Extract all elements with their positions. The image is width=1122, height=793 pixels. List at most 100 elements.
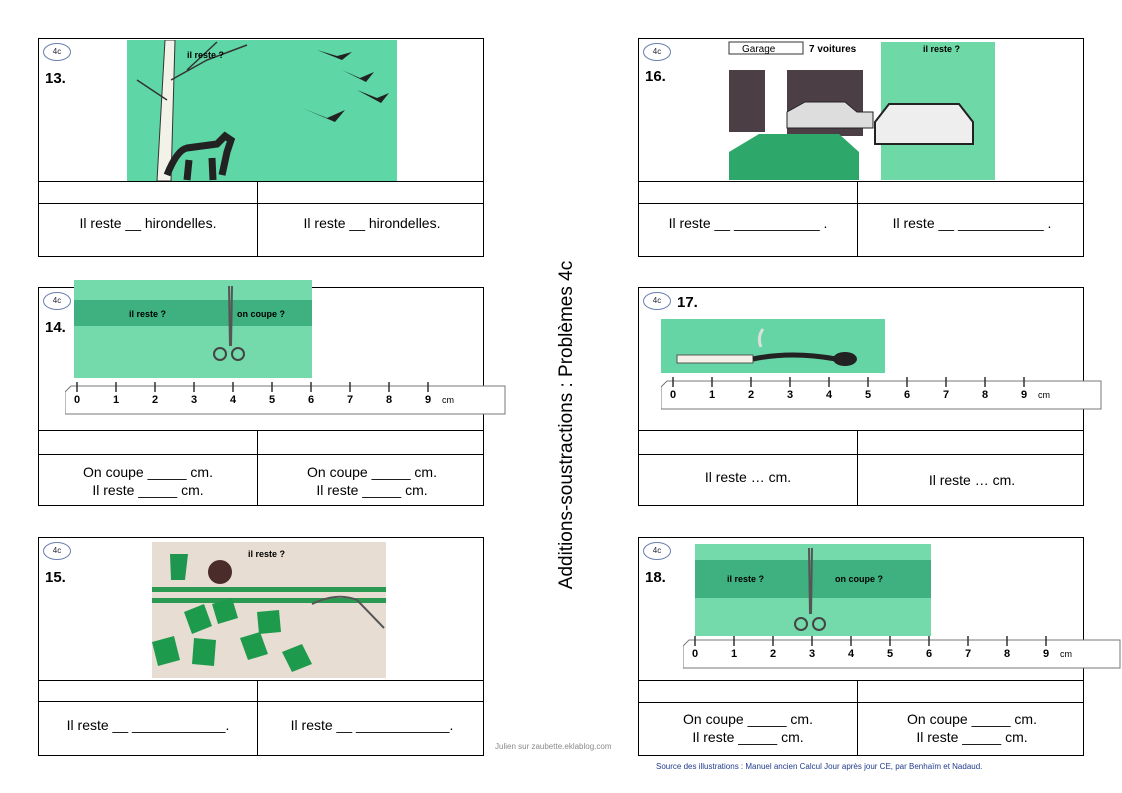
- ruler-unit: cm: [442, 395, 454, 405]
- worksheet-title: Additions-soustractions : Problèmes 4c: [556, 260, 577, 590]
- answer-right: Il reste … cm.: [928, 472, 1016, 488]
- garage-cars-drawing: Garage 7 voitures il reste ?: [728, 41, 995, 180]
- ruler-tick-label: 0: [74, 394, 80, 406]
- ruler-tick-label: 1: [113, 394, 119, 406]
- row-divider: [39, 701, 483, 702]
- level-badge: 4c: [43, 43, 71, 61]
- ruler-tick-label: 2: [152, 394, 158, 406]
- strip-scissors-drawing: il reste ? on coupe ?: [74, 285, 312, 361]
- answer-rest-line: Il reste _____ cm.: [316, 482, 428, 498]
- ruler-tick-label: 7: [965, 648, 971, 660]
- ruler-tick-label: 5: [887, 648, 893, 660]
- ruler-tick-label: 5: [269, 394, 275, 406]
- ruler-tick-label: 4: [848, 648, 855, 660]
- illustration-label-left: il reste ?: [129, 309, 166, 319]
- ruler-tick-label: 4: [230, 394, 237, 406]
- problem-18-card: 4c 18. il reste ? on coupe ? 0 1 2 3 4 5 6 7 8 9 c…: [638, 537, 1121, 756]
- ruler-tick-label: 0: [692, 648, 698, 660]
- illustration-label: il reste ?: [923, 44, 960, 54]
- tree-cat-swallows-drawing: il reste ?: [136, 40, 389, 181]
- illustration-label-right: on coupe ?: [835, 574, 883, 584]
- ruler-tick-label: 0: [670, 389, 676, 401]
- ruler-tick-label: 6: [308, 394, 314, 406]
- level-badge: 4c: [643, 43, 671, 61]
- ruler-tick-label: 2: [770, 648, 776, 660]
- answer-right: On coupe _____ cm. Il reste _____ cm.: [259, 463, 485, 499]
- ruler-tick-label: 9: [425, 394, 431, 406]
- problem-number: 18.: [645, 569, 666, 586]
- car-count: 7 voitures: [809, 44, 857, 55]
- answer-right: Il reste __ ___________ .: [892, 215, 1052, 231]
- column-divider: [857, 181, 858, 257]
- column-divider: [257, 680, 258, 756]
- credit-text: Julien sur zaubette.eklablog.com: [495, 742, 612, 751]
- ruler-unit: cm: [1060, 649, 1072, 659]
- row-divider: [39, 680, 483, 681]
- scissors-strip-illustration: il reste ? on coupe ?: [74, 280, 312, 378]
- answer-left: Il reste __ hirondelles.: [79, 215, 217, 231]
- ruler-body: [683, 639, 1121, 669]
- row-divider: [639, 430, 1083, 431]
- answer-left: Il reste __ ___________ .: [668, 215, 828, 231]
- problem-number: 14.: [45, 319, 66, 336]
- illustration-label-left: il reste ?: [727, 574, 764, 584]
- column-divider: [257, 181, 258, 257]
- ruler-tick-label: 8: [1004, 648, 1010, 660]
- level-badge: 4c: [43, 292, 71, 310]
- answer-cut-line: On coupe _____ cm.: [907, 711, 1037, 727]
- row-divider: [639, 680, 1083, 681]
- garage-sign: Garage: [742, 44, 776, 55]
- row-divider: [639, 702, 1083, 703]
- ruler-tick-label: 3: [809, 648, 815, 660]
- ruler-tick-label: 1: [709, 389, 715, 401]
- burnt-match-illustration: [661, 319, 885, 373]
- scissors-strip-illustration: il reste ? on coupe ?: [695, 544, 931, 636]
- answer-right: On coupe _____ cm. Il reste _____ cm.: [859, 710, 1085, 746]
- ruler: 0 1 2 3 4 5 6 7 8 9 cm: [683, 636, 1121, 669]
- answer-right: Il reste __ ____________.: [290, 717, 454, 733]
- illustration-label: il reste ?: [248, 549, 285, 559]
- answer-rest-line: Il reste _____ cm.: [916, 729, 1028, 745]
- row-divider: [639, 454, 1083, 455]
- row-divider: [39, 454, 483, 455]
- answer-rest-line: Il reste _____ cm.: [692, 729, 804, 745]
- column-divider: [857, 680, 858, 756]
- ruler-tick-label: 7: [943, 389, 949, 401]
- cans-ball-drawing: il reste ?: [152, 549, 386, 672]
- ruler-tick-label: 9: [1021, 389, 1027, 401]
- problem-number: 15.: [45, 569, 66, 586]
- row-divider: [39, 181, 483, 182]
- ruler-tick-label: 4: [826, 389, 833, 401]
- answer-left: On coupe _____ cm. Il reste _____ cm.: [39, 463, 257, 499]
- row-divider: [639, 181, 1083, 182]
- ruler-tick-label: 6: [926, 648, 932, 660]
- level-badge: 4c: [43, 542, 71, 560]
- problem-13-card: 4c 13. il reste ? Il reste __ hirondelle…: [38, 38, 484, 257]
- strip-scissors-drawing: il reste ? on coupe ?: [695, 547, 931, 631]
- row-divider: [639, 203, 1083, 204]
- problem-number: 17.: [677, 294, 698, 311]
- ruler-body: [661, 380, 1102, 410]
- ruler-tick-label: 1: [731, 648, 737, 660]
- answer-left: Il reste … cm.: [704, 469, 792, 485]
- ruler-tick-label: 7: [347, 394, 353, 406]
- answer-left: On coupe _____ cm. Il reste _____ cm.: [639, 710, 857, 746]
- ruler-tick-label: 3: [787, 389, 793, 401]
- answer-rest-line: Il reste _____ cm.: [92, 482, 204, 498]
- problem-15-card: 4c 15. il reste ? Il reste __ __________…: [38, 537, 484, 756]
- ruler-tick-label: 9: [1043, 648, 1049, 660]
- answer-right: Il reste __ hirondelles.: [303, 215, 441, 231]
- swallows-illustration: il reste ?: [127, 40, 397, 181]
- level-badge: 4c: [643, 542, 671, 560]
- illustration-label-right: on coupe ?: [237, 309, 285, 319]
- match-drawing: [676, 328, 857, 366]
- answer-cut-line: On coupe _____ cm.: [683, 711, 813, 727]
- answer-cut-line: On coupe _____ cm.: [83, 464, 213, 480]
- answer-left: Il reste __ ____________.: [66, 717, 230, 733]
- illustration-label: il reste ?: [187, 50, 224, 60]
- ruler-tick-label: 3: [191, 394, 197, 406]
- row-divider: [39, 203, 483, 204]
